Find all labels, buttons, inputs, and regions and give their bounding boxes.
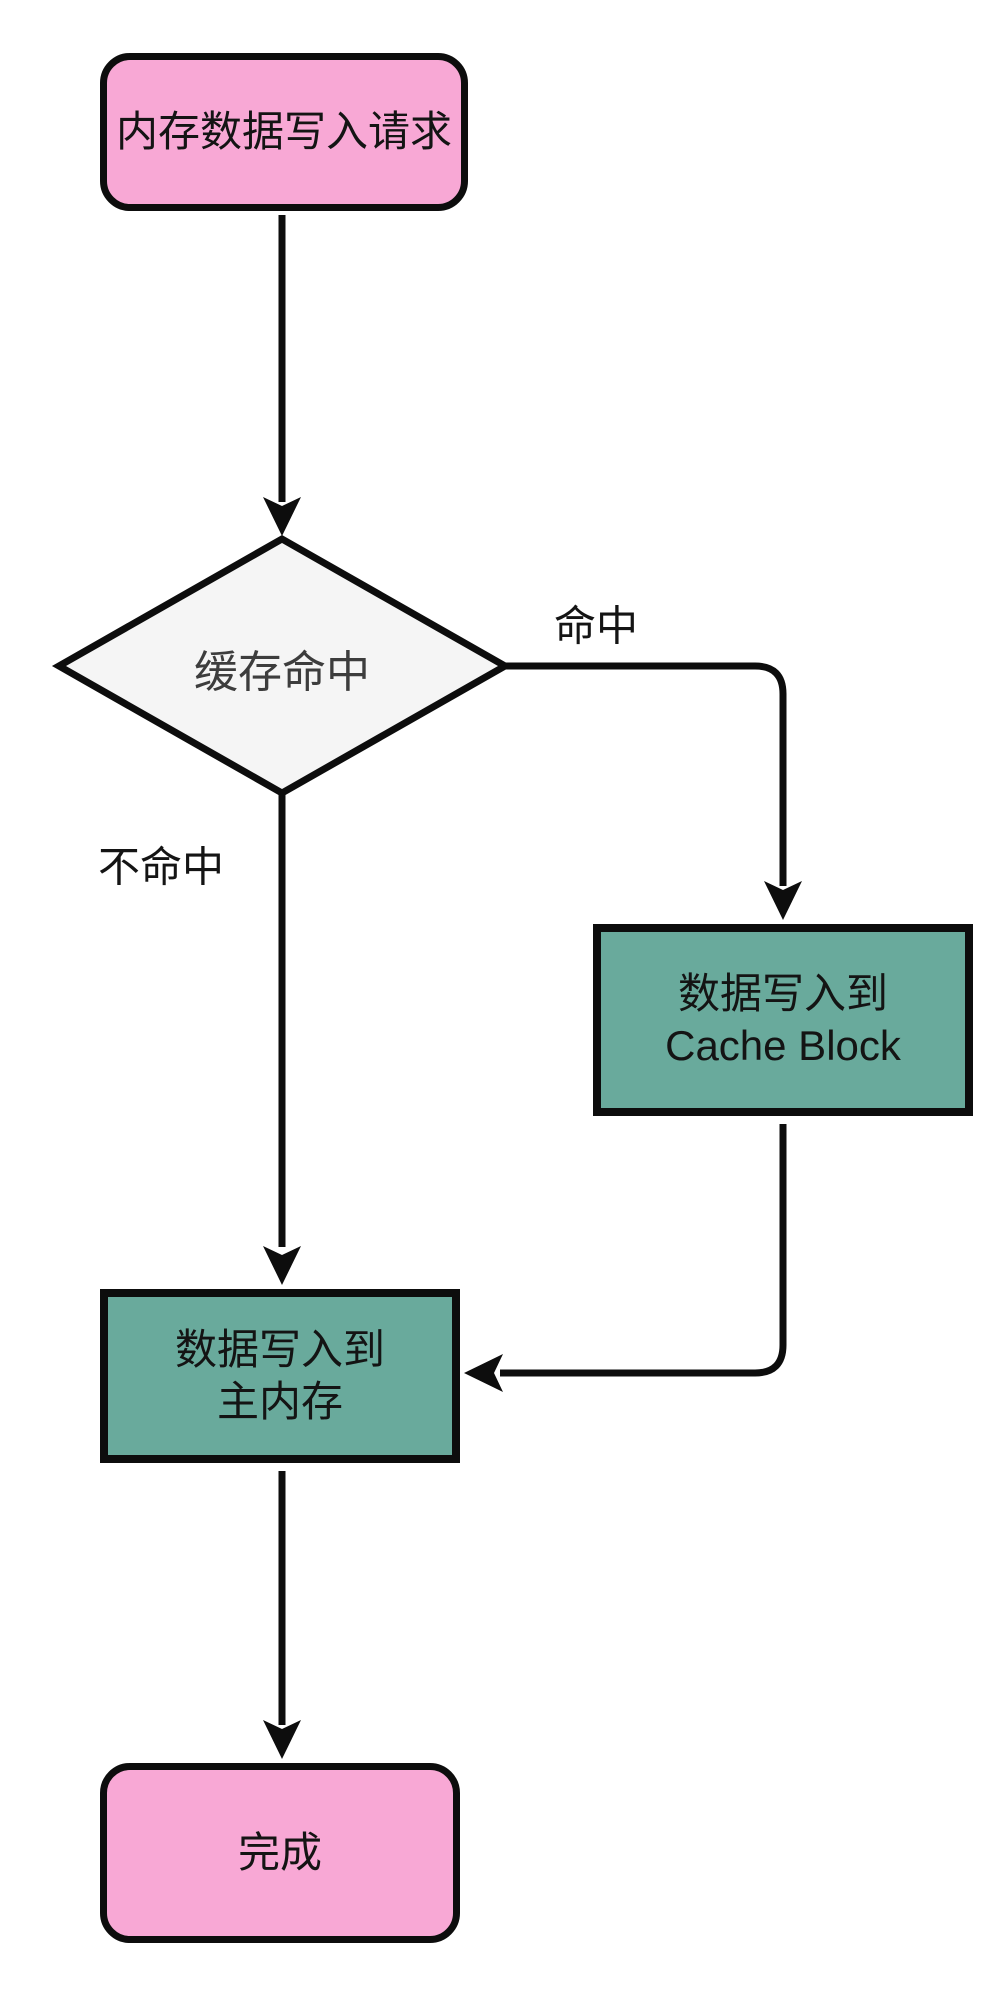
node-write-to-cache-block: 数据写入到 Cache Block xyxy=(593,924,973,1116)
node-done-label: 完成 xyxy=(237,1829,322,1876)
node-cache-line1: 数据写入到 xyxy=(677,970,888,1017)
arrowhead-into-cache xyxy=(764,881,802,920)
edge-label-hit: 命中 xyxy=(553,602,639,650)
node-start-label: 内存数据写入请求 xyxy=(115,108,452,155)
node-start-memory-write-request: 内存数据写入请求 xyxy=(100,53,468,211)
arrowhead-into-main-right xyxy=(464,1354,503,1392)
node-main-line1: 数据写入到 xyxy=(174,1326,385,1373)
node-cache-line2: Cache Block xyxy=(665,1022,901,1069)
edge-decision-to-cache xyxy=(505,662,787,886)
arrowhead-into-decision xyxy=(263,497,301,536)
edge-cache-to-main xyxy=(500,1124,787,1377)
arrowhead-into-done xyxy=(263,1720,301,1759)
arrowhead-into-main-top xyxy=(263,1246,301,1285)
node-decision-cache-hit-label: 缓存命中 xyxy=(194,648,370,697)
node-done: 完成 xyxy=(100,1763,460,1943)
edge-label-miss: 不命中 xyxy=(97,843,225,891)
node-write-to-main-memory: 数据写入到 主内存 xyxy=(100,1289,460,1463)
node-main-line2: 主内存 xyxy=(216,1378,343,1425)
